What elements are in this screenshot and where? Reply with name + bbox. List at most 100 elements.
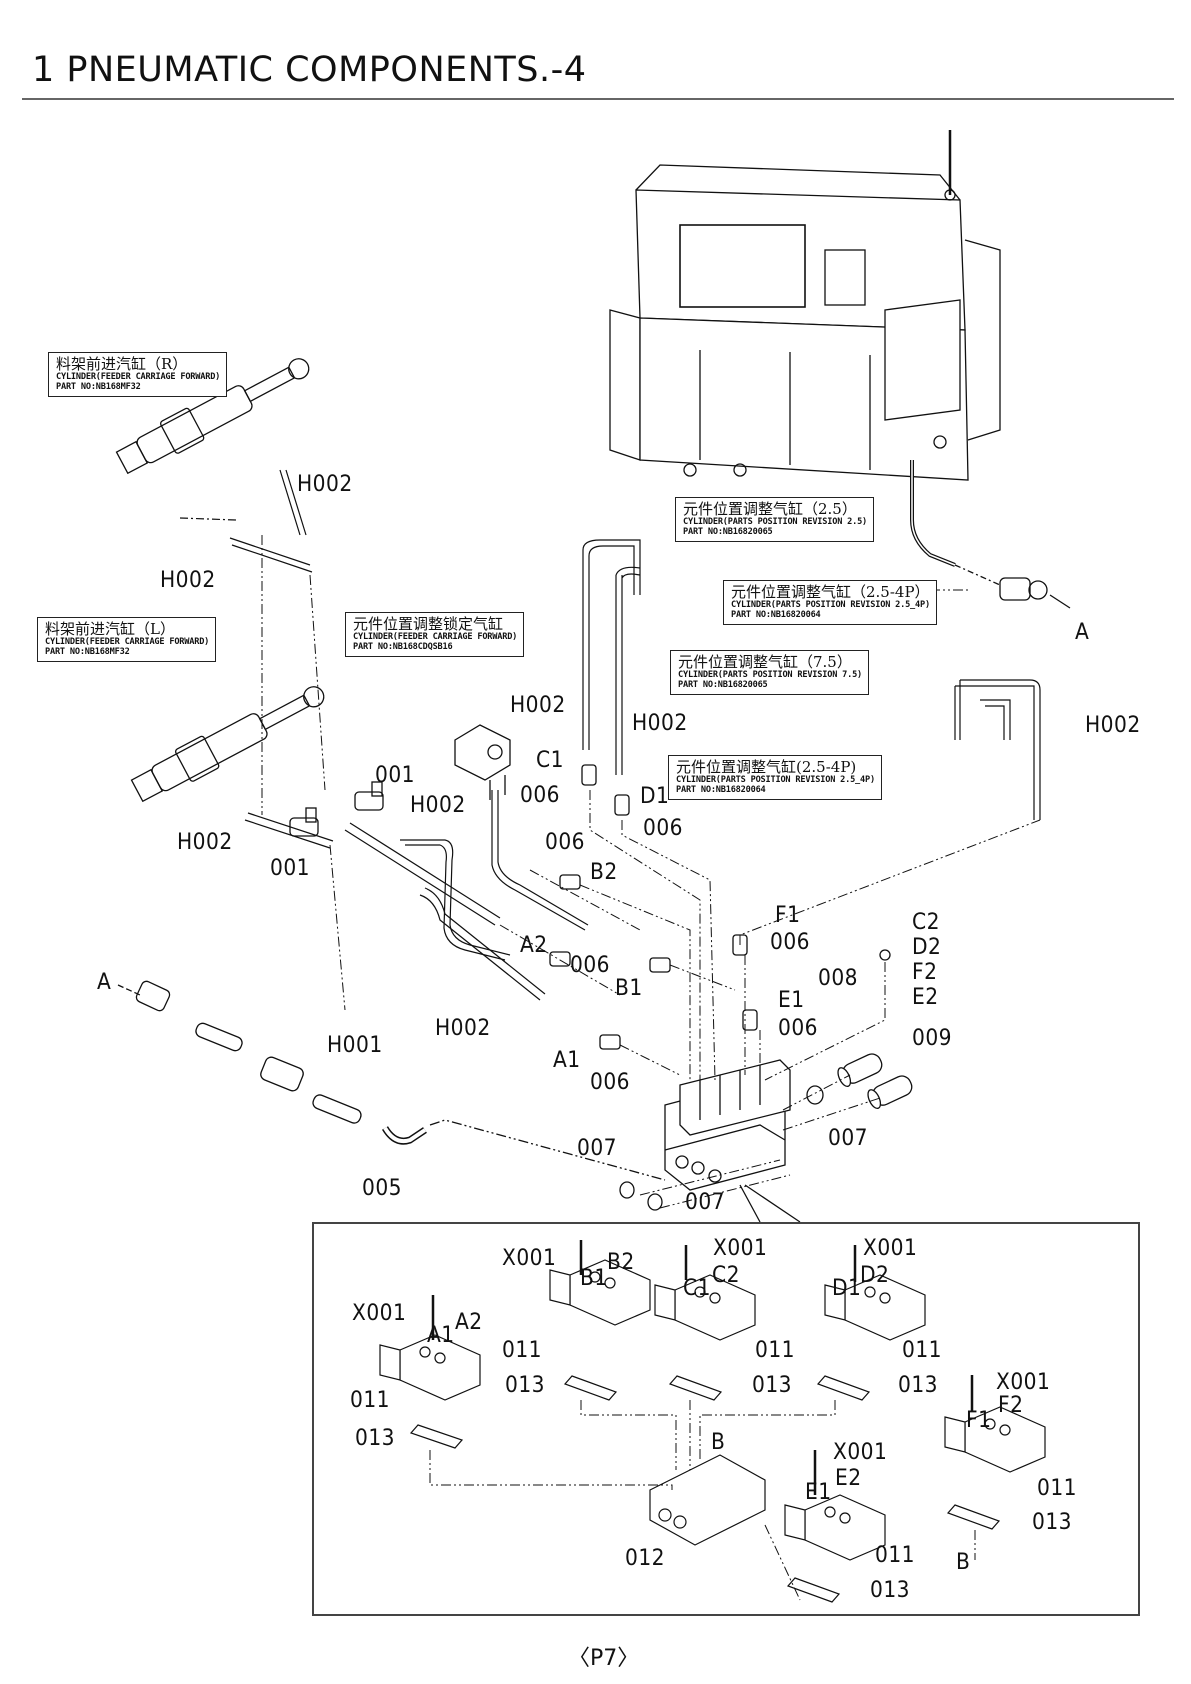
callout-cn: 元件位置调整气缸（2.5） xyxy=(683,500,857,518)
lock-cylinder-drawing xyxy=(454,724,511,800)
callout-cn: 料架前进汽缸（R） xyxy=(56,355,188,373)
valve-detail-inset xyxy=(312,1222,1140,1616)
cylinder-feeder-l-drawing xyxy=(130,686,325,803)
part-label-006: 006 xyxy=(590,1070,631,1095)
callout-cylinder-rev-2-5-4p-b: 元件位置调整气缸(2.5-4P) CYLINDER(PARTS POSITION… xyxy=(668,755,882,800)
callout-lock-cylinder: 元件位置调整锁定气缸 CYLINDER(FEEDER CARRIAGE FORW… xyxy=(345,612,525,657)
callout-part: PART NO:NB16820065 xyxy=(683,527,773,538)
part-label-006: 006 xyxy=(520,783,561,808)
callout-en: CYLINDER(FEEDER CARRIAGE FORWARD) xyxy=(353,632,518,643)
routing-lines xyxy=(261,535,1041,1209)
port-label-d2: D2 xyxy=(912,935,942,960)
callout-cn: 元件位置调整气缸（7.5） xyxy=(678,653,852,671)
part-label-007: 007 xyxy=(685,1190,726,1215)
part-label-h002: H002 xyxy=(632,711,688,736)
callout-cylinder-rev-2-5: 元件位置调整气缸（2.5） CYLINDER(PARTS POSITION RE… xyxy=(675,497,875,542)
page-title: 1 PNEUMATIC COMPONENTS.-4 xyxy=(32,50,587,90)
callout-cn: 元件位置调整锁定气缸 xyxy=(353,615,504,633)
callout-part: PART NO:NB16820064 xyxy=(731,610,821,621)
callout-feeder-cylinder-r: 料架前进汽缸（R） CYLINDER(FEEDER CARRIAGE FORWA… xyxy=(48,352,228,397)
part-label-006: 006 xyxy=(778,1016,819,1041)
callout-en: CYLINDER(PARTS POSITION REVISION 2.5_4P) xyxy=(731,600,930,611)
port-label-d1: D1 xyxy=(640,784,670,809)
inset-label-013: 013 xyxy=(752,1373,793,1398)
supply-line xyxy=(117,980,666,1181)
machine-illustration xyxy=(609,130,1001,567)
inset-port-e1: E1 xyxy=(805,1480,832,1505)
callout-cn: 元件位置调整气缸（2.5-4P） xyxy=(731,583,930,601)
title-rule xyxy=(22,98,1174,100)
part-label-006: 006 xyxy=(570,953,611,978)
inset-label-013: 013 xyxy=(355,1426,396,1451)
callout-feeder-cylinder-l: 料架前进汽缸（L） CYLINDER(FEEDER CARRIAGE FORWA… xyxy=(37,617,217,662)
inset-leader xyxy=(739,1184,801,1223)
mufflers-009 xyxy=(619,1053,913,1211)
part-label-h002: H002 xyxy=(1085,713,1141,738)
callout-part: PART NO:NB168CDQSB16 xyxy=(353,642,453,653)
part-label-006: 006 xyxy=(643,816,684,841)
port-label-b2: B2 xyxy=(590,860,618,885)
tubes xyxy=(179,469,1041,1001)
inset-port-b2: B2 xyxy=(607,1250,635,1275)
part-label-h001: H001 xyxy=(327,1033,383,1058)
port-label-c1: C1 xyxy=(536,748,564,773)
callout-cn: 料架前进汽缸（L） xyxy=(45,620,175,638)
port-label-e2: E2 xyxy=(912,985,939,1010)
inset-label-011: 011 xyxy=(350,1388,391,1413)
inset-port-e2: E2 xyxy=(835,1466,862,1491)
callout-cn: 元件位置调整气缸(2.5-4P) xyxy=(676,758,857,776)
inset-port-b1: B1 xyxy=(580,1266,608,1291)
inset-label-013: 013 xyxy=(898,1373,939,1398)
inset-label-011: 011 xyxy=(1037,1476,1078,1501)
inset-label-012: 012 xyxy=(625,1546,666,1571)
part-label-h002: H002 xyxy=(297,472,353,497)
inset-valves xyxy=(379,1240,1046,1603)
port-label-a2: A2 xyxy=(520,933,548,958)
inset-label-011: 011 xyxy=(755,1338,796,1363)
inset-label-011: 011 xyxy=(875,1543,916,1568)
port-label-b1: B1 xyxy=(615,976,643,1001)
part-label-001: 001 xyxy=(270,856,311,881)
inset-label-x001: X001 xyxy=(833,1440,888,1465)
part-label-006: 006 xyxy=(545,830,586,855)
cylinder-feeder-r-drawing xyxy=(115,358,310,475)
callout-en: CYLINDER(PARTS POSITION REVISION 2.5_4P) xyxy=(676,775,875,786)
page-number: 〈P7〉 xyxy=(568,1646,640,1671)
inset-port-f1: F1 xyxy=(966,1408,992,1433)
part-label-001: 001 xyxy=(375,763,416,788)
fitting-a-right xyxy=(954,564,1071,609)
fittings-006 xyxy=(549,764,891,1050)
part-label-009: 009 xyxy=(912,1026,953,1051)
inset-port-c1: C1 xyxy=(683,1276,711,1301)
port-label-f2: F2 xyxy=(912,960,938,985)
inset-port-d2: D2 xyxy=(860,1263,890,1288)
inset-port-c2: C2 xyxy=(712,1263,740,1288)
callout-part: PART NO:NB16820064 xyxy=(676,785,766,796)
connector-label-a: A xyxy=(1075,620,1090,645)
inset-label-x001: X001 xyxy=(352,1301,407,1326)
port-label-a1: A1 xyxy=(553,1048,581,1073)
part-label-006: 006 xyxy=(770,930,811,955)
callout-cylinder-rev-2-5-4p-a: 元件位置调整气缸（2.5-4P） CYLINDER(PARTS POSITION… xyxy=(723,580,937,625)
callout-part: PART NO:NB168MF32 xyxy=(56,382,141,393)
valve-manifold-assembly xyxy=(664,1059,791,1191)
inset-label-x001: X001 xyxy=(863,1236,918,1261)
port-label-e1: E1 xyxy=(778,988,805,1013)
part-label-h002: H002 xyxy=(160,568,216,593)
callout-en: CYLINDER(FEEDER CARRIAGE FORWARD) xyxy=(45,637,210,648)
callout-cylinder-rev-7-5: 元件位置调整气缸（7.5） CYLINDER(PARTS POSITION RE… xyxy=(670,650,870,695)
inset-label-x001: X001 xyxy=(996,1370,1051,1395)
inset-marker-b: B xyxy=(956,1550,971,1575)
callout-en: CYLINDER(PARTS POSITION REVISION 7.5) xyxy=(678,670,863,681)
callout-en: CYLINDER(FEEDER CARRIAGE FORWARD) xyxy=(56,372,221,383)
inset-marker-b: B xyxy=(711,1430,726,1455)
part-label-007: 007 xyxy=(828,1126,869,1151)
inset-port-d1: D1 xyxy=(832,1276,862,1301)
inset-label-013: 013 xyxy=(870,1578,911,1603)
part-label-h002: H002 xyxy=(510,693,566,718)
inset-routing xyxy=(429,1400,976,1601)
inset-label-013: 013 xyxy=(505,1373,546,1398)
inset-port-a1: A1 xyxy=(427,1323,455,1348)
inset-label-011: 011 xyxy=(502,1338,543,1363)
